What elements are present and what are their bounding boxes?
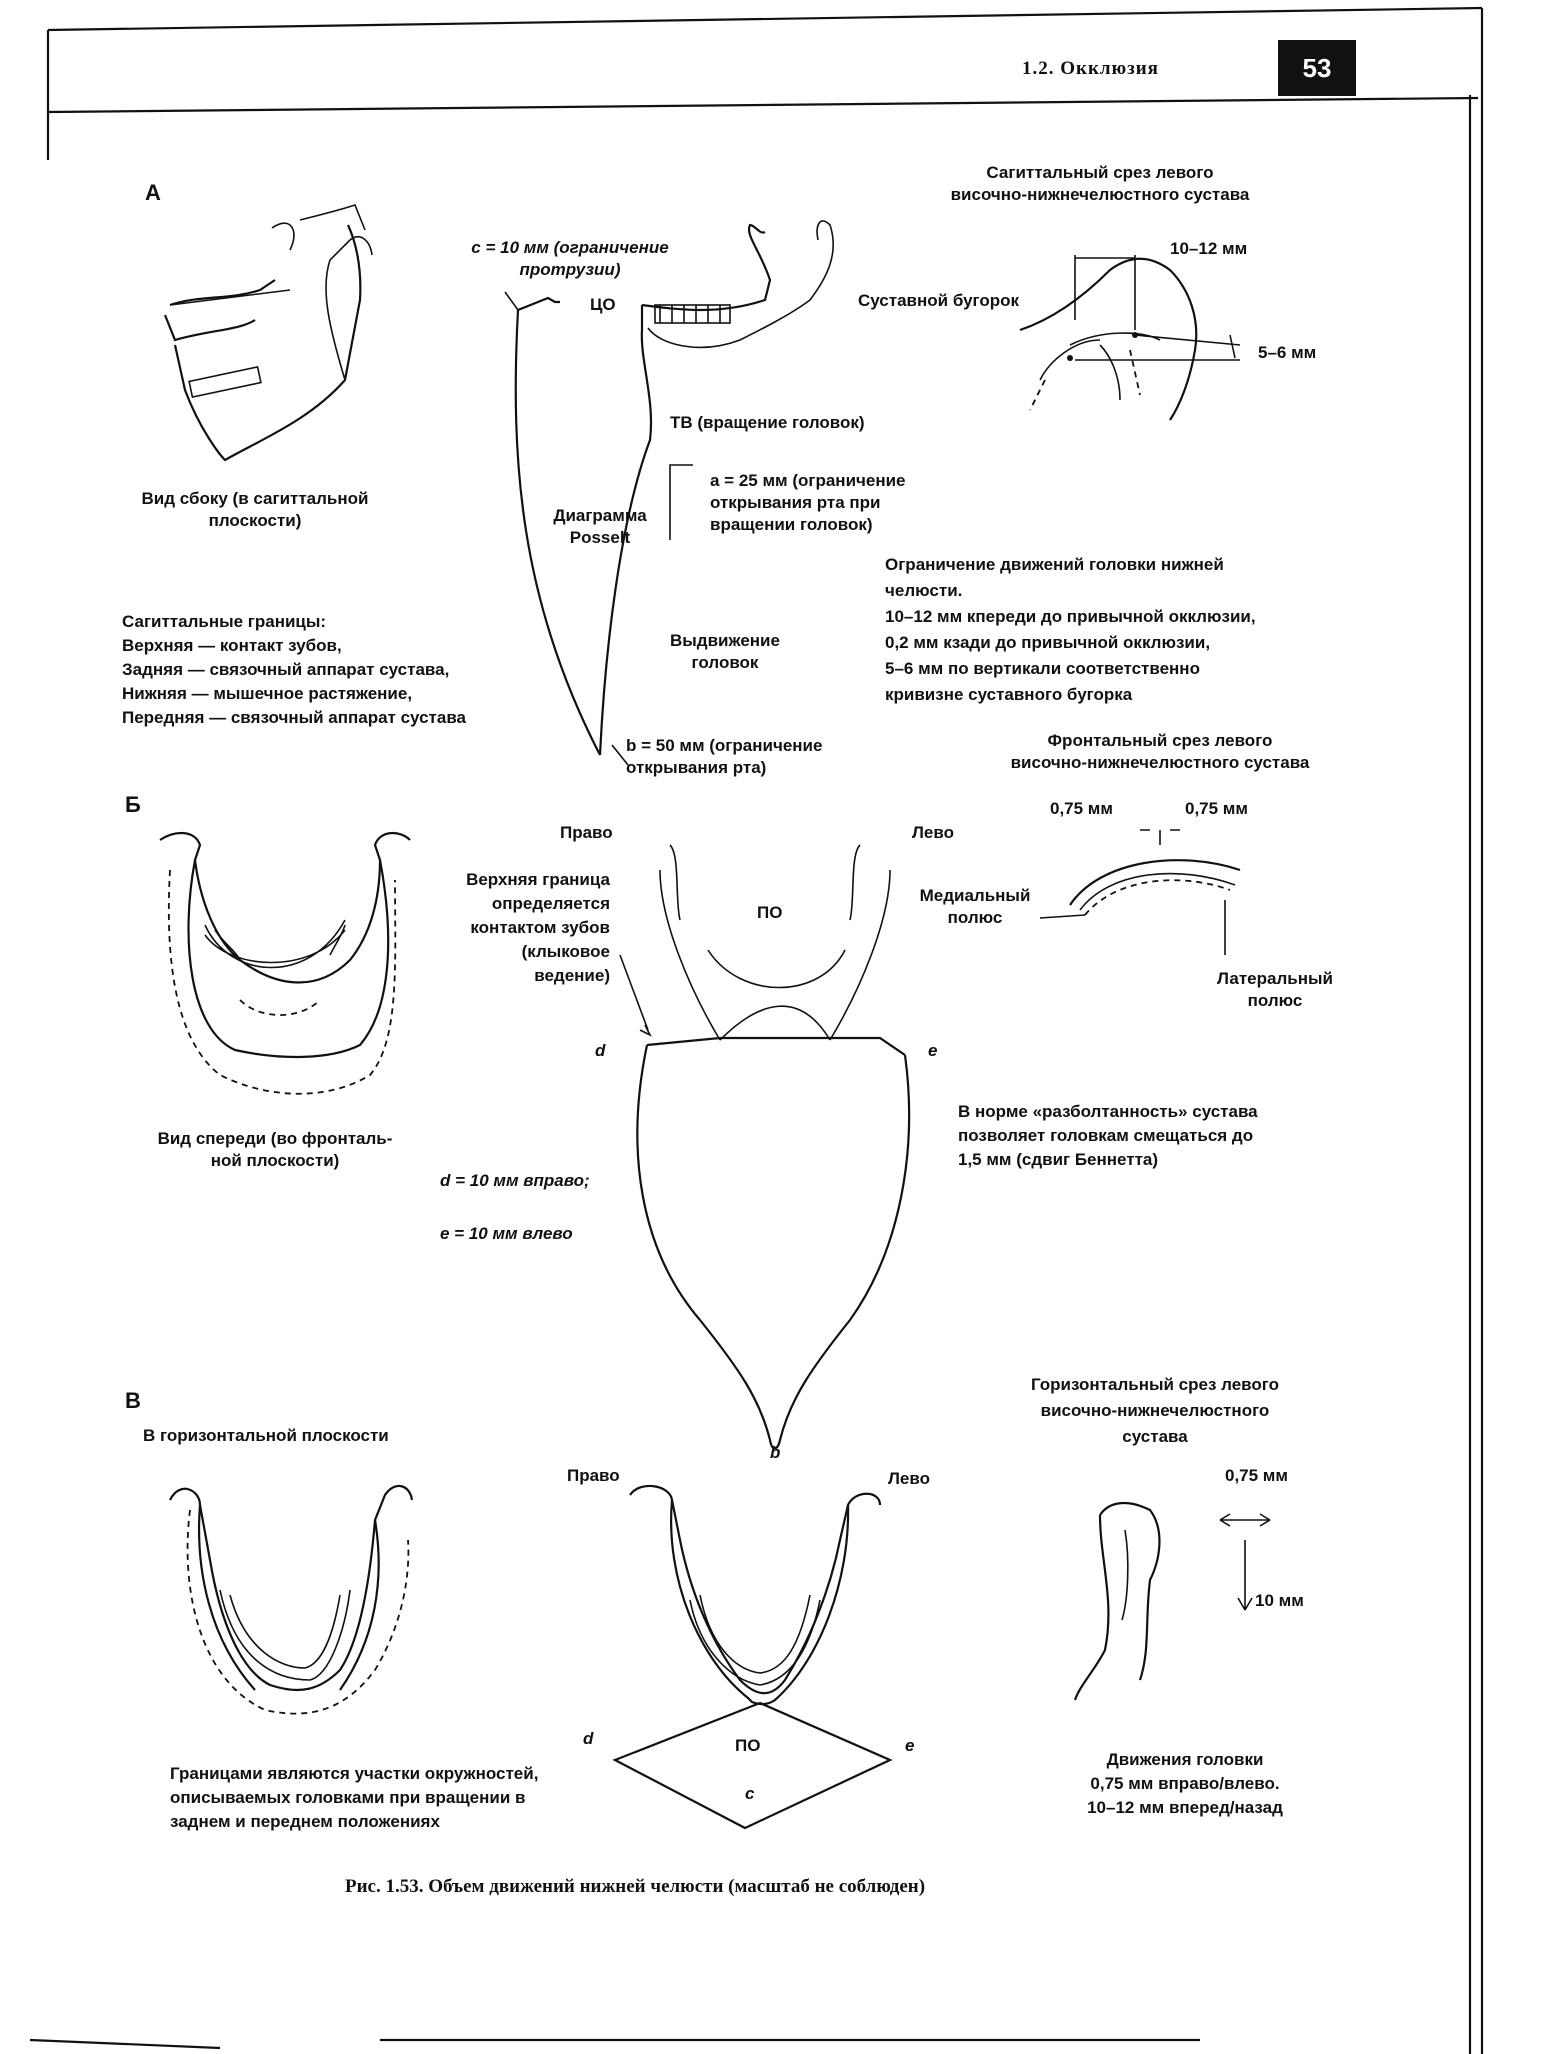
figure-caption: Рис. 1.53. Объем движений нижней челюсти… bbox=[345, 1876, 926, 1897]
po-label-frontal: ПО bbox=[757, 903, 783, 922]
horizontal-joint-drawing bbox=[1073, 1502, 1271, 1701]
horizontal-envelope-diagram bbox=[612, 1484, 893, 1830]
medial-pole-label: Медиальный полюс bbox=[919, 886, 1031, 927]
panel-b-letter: Б bbox=[125, 792, 141, 817]
condyle-limits-text: Ограничение движений головки нижней челю… bbox=[885, 555, 1256, 704]
horizontal-borders-text: Границами являются участки окружностей, … bbox=[170, 1764, 539, 1831]
running-header: 1.2. Окклюзия bbox=[1022, 58, 1159, 79]
d-letter-frontal: d bbox=[595, 1041, 606, 1060]
panel-a-letter: А bbox=[145, 180, 161, 205]
front-view-caption: Вид спереди (во фронталь- ной плоскости) bbox=[157, 1129, 393, 1170]
e-value-label: e = 10 мм влево bbox=[440, 1224, 573, 1243]
d-letter-horizontal: d bbox=[583, 1729, 594, 1748]
frontal-joint-drawing bbox=[1039, 829, 1241, 955]
dim-075-horizontal: 0,75 мм bbox=[1225, 1466, 1288, 1485]
sagittal-section-title: Сагиттальный срез левого височно-нижнече… bbox=[950, 163, 1250, 204]
dim-075-right: 0,75 мм bbox=[1185, 799, 1248, 818]
left-label-frontal: Лево bbox=[912, 823, 954, 842]
c-letter-horizontal: c bbox=[745, 1784, 755, 1803]
protrusion-label: Выдвижение головок bbox=[670, 631, 780, 672]
bennett-shift-text: В норме «разболтанность» сустава позволя… bbox=[958, 1102, 1258, 1169]
posselt-label: Диаграмма Posselt bbox=[553, 506, 647, 547]
page-number: 53 bbox=[1278, 40, 1356, 96]
dimension-5-6: 5–6 мм bbox=[1258, 343, 1317, 362]
frontal-section-title: Фронтальный срез левого височно-нижнечел… bbox=[1010, 731, 1310, 772]
co-label: ЦО bbox=[590, 295, 616, 314]
upper-border-label: Верхняя граница определяется контактом з… bbox=[466, 870, 610, 985]
tv-label: ТВ (вращение головок) bbox=[670, 413, 865, 432]
e-letter-horizontal: e bbox=[905, 1736, 915, 1755]
e-letter-frontal: e bbox=[928, 1041, 938, 1060]
side-view-jaw-drawing bbox=[163, 204, 373, 462]
d-value-label: d = 10 мм вправо; bbox=[440, 1171, 590, 1190]
sagittal-borders-text: Сагиттальные границы: Верхняя — контакт … bbox=[122, 612, 467, 727]
lateral-pole-label: Латеральный полюс bbox=[1217, 969, 1333, 1010]
side-view-caption: Вид сбоку (в сагиттальной плоскости) bbox=[141, 489, 369, 530]
b-letter-frontal: b bbox=[770, 1443, 781, 1462]
dim-10-horizontal: 10 мм bbox=[1255, 1591, 1304, 1610]
horizontal-view-jaw-drawing bbox=[169, 1484, 414, 1715]
left-label-horizontal: Лево bbox=[888, 1469, 930, 1488]
sagittal-joint-drawing bbox=[1019, 255, 1241, 421]
b-limit-label: b = 50 мм (ограничение открывания рта) bbox=[626, 736, 823, 777]
c-limit-label: c = 10 мм (ограничение протрузии) bbox=[471, 238, 669, 279]
panel-c-letter: В bbox=[125, 1388, 141, 1413]
horizontal-plane-label: В горизонтальной плоскости bbox=[143, 1426, 389, 1445]
front-view-jaw-drawing bbox=[159, 832, 411, 1095]
horizontal-section-title: Горизонтальный срез левого височно-нижне… bbox=[1030, 1375, 1280, 1446]
condyle-moves-text: Движения головки 0,75 мм вправо/влево. 1… bbox=[1087, 1750, 1283, 1817]
posselt-diagram bbox=[504, 220, 834, 766]
right-label-horizontal: Право bbox=[567, 1466, 620, 1485]
dim-075-left: 0,75 мм bbox=[1050, 799, 1113, 818]
po-label-horizontal: ПО bbox=[735, 1736, 761, 1755]
frontal-envelope-diagram bbox=[619, 844, 911, 1450]
a-limit-label: a = 25 мм (ограничение открывания рта пр… bbox=[710, 471, 906, 534]
right-label-frontal: Право bbox=[560, 823, 613, 842]
articular-tubercle-label: Суставной бугорок bbox=[858, 291, 1020, 310]
dimension-10-12: 10–12 мм bbox=[1170, 239, 1248, 258]
